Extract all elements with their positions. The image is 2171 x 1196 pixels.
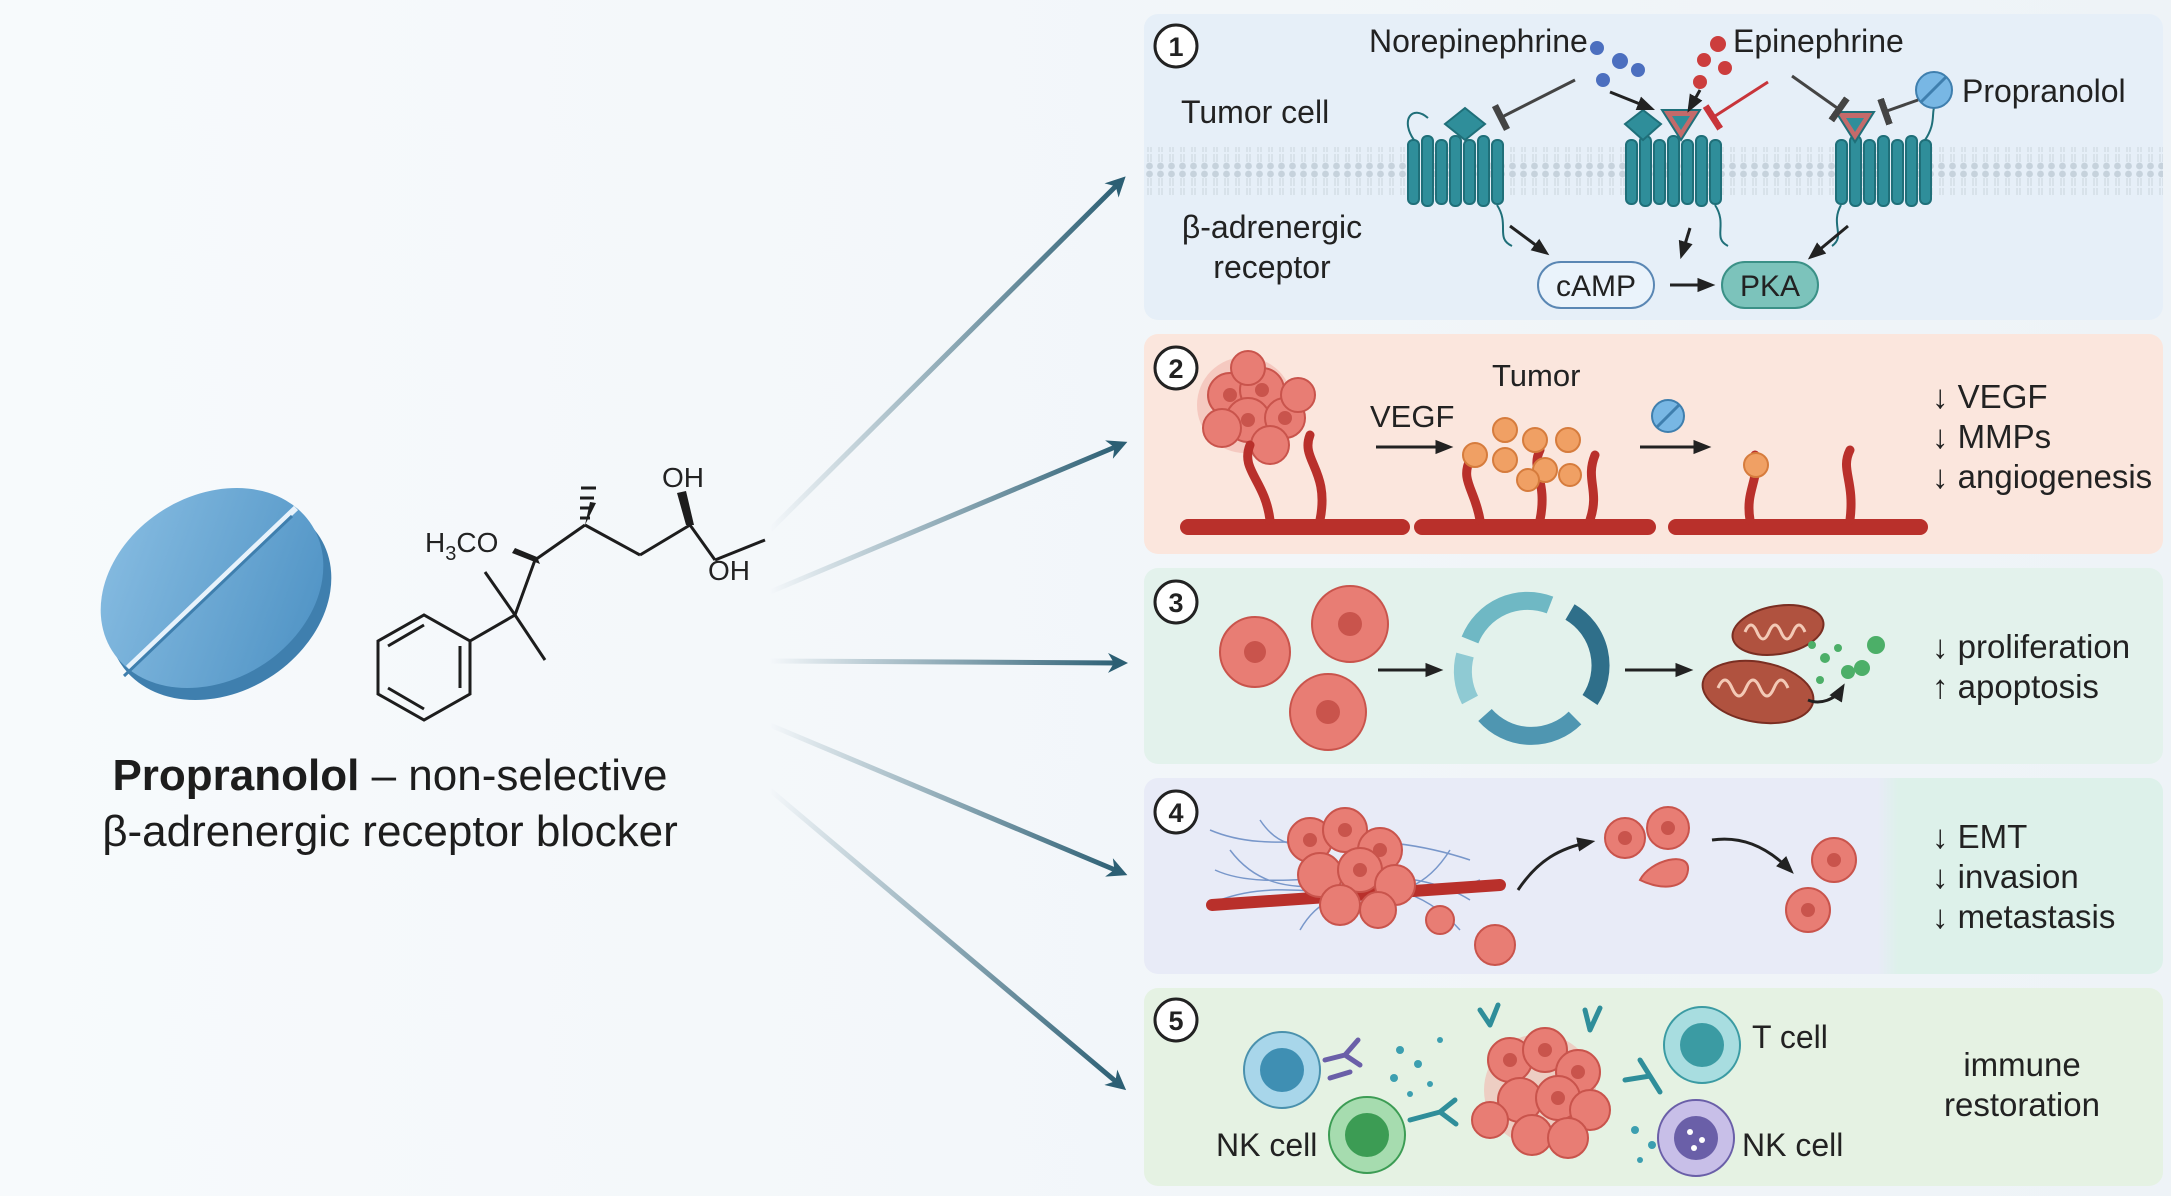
epinephrine-label: Epinephrine	[1733, 23, 1904, 59]
effect-angiogenesis: ↓ angiogenesis	[1932, 458, 2152, 495]
camp-label: cAMP	[1556, 270, 1636, 303]
hydroxyl-top-label: OH	[662, 462, 704, 493]
vegf-label: VEGF	[1370, 399, 1454, 434]
t-cell-icon	[1663, 1006, 1741, 1084]
signal-arrow-3	[1807, 224, 1849, 260]
cytokine-dots	[1390, 1037, 1656, 1163]
mitochondria-icon	[1701, 604, 1825, 725]
arrow-to-panel-4	[769, 722, 1128, 877]
wedge-bond-oh	[677, 491, 694, 525]
step-number-badge	[1153, 579, 1199, 625]
effect-vegf: ↓ VEGF	[1932, 378, 2048, 415]
t-cell-label: T cell	[1752, 1019, 1828, 1055]
inhibition-arrow-4	[1877, 97, 1919, 126]
figure-caption: Propranolol – non-selective β-adrenergic…	[40, 748, 740, 860]
apoptotic-bodies	[1808, 636, 1885, 684]
hydroxyl-right-label: OH	[708, 555, 750, 586]
caption-line-1: Propranolol – non-selective	[40, 748, 740, 804]
pka-label: PKA	[1740, 270, 1800, 303]
pka-pill	[1721, 261, 1819, 309]
nk-cell-blue-icon	[1243, 1031, 1321, 1109]
caption-line-2: β-adrenergic receptor blocker	[102, 807, 678, 856]
binding-arrow-1	[1609, 90, 1656, 111]
nk-cell-right-label: NK cell	[1742, 1127, 1843, 1163]
binding-arrow-2	[1687, 89, 1703, 113]
nk-cell-left-label: NK cell	[1216, 1127, 1317, 1163]
nk-cell-purple-icon	[1657, 1099, 1735, 1177]
caption-line-1-rest: – non-selective	[359, 751, 668, 800]
methoxy-label: H3CO	[425, 527, 498, 565]
inhibition-arrow-3	[1791, 74, 1850, 123]
signal-arrow-2	[1678, 227, 1693, 260]
norepinephrine-label: Norepinephrine	[1369, 23, 1588, 59]
step-number-badge	[1153, 997, 1199, 1043]
tumor-cluster	[1471, 1027, 1611, 1159]
arrow-to-apoptosis	[1807, 683, 1845, 704]
norepinephrine-molecules	[1590, 41, 1645, 87]
effect-immune: immune	[1963, 1046, 2080, 1083]
effect-emt: ↓ EMT	[1932, 818, 2027, 855]
hashed-bond-methyl	[580, 486, 596, 520]
step-number-badge	[1153, 23, 1199, 69]
beta-receptor-3	[1831, 99, 1943, 247]
receptor-label-line1: β-adrenergic	[1182, 209, 1362, 245]
step-number-badge	[1153, 789, 1199, 835]
fan-arrows	[768, 176, 1128, 1091]
arrow-to-panel-2	[769, 440, 1128, 595]
effect-apoptosis: ↑ apoptosis	[1932, 668, 2099, 705]
arrow-to-panel-5	[768, 788, 1127, 1091]
panel-4-metastasis: 4 ↓ EMT ↓ invasion ↓ met	[1144, 778, 2163, 974]
step-number: 3	[1168, 588, 1183, 618]
inhibition-arrow-1	[1491, 78, 1576, 132]
step-number: 4	[1168, 798, 1183, 828]
drug-name: Propranolol	[112, 751, 360, 800]
arrow-to-panel-3	[769, 652, 1128, 673]
inhibition-arrow-2	[1702, 80, 1769, 131]
effect-proliferation: ↓ proliferation	[1932, 628, 2130, 665]
step-number-badge	[1153, 345, 1199, 391]
tumor-cells	[1219, 585, 1389, 751]
blood-vessels	[1180, 430, 1928, 535]
nk-cell-green-icon	[1328, 1096, 1406, 1174]
step-number: 5	[1168, 1006, 1183, 1036]
effect-metastasis: ↓ metastasis	[1932, 898, 2115, 935]
metastasis-arrow	[1711, 837, 1794, 874]
residual-tumor-cell	[1743, 452, 1769, 478]
tumor-cluster	[1197, 350, 1316, 465]
propranolol-label: Propranolol	[1962, 73, 2126, 109]
step-number: 2	[1168, 354, 1183, 384]
wedge-bond	[512, 548, 540, 564]
beta-receptor-1	[1406, 106, 1513, 247]
cell-cycle-icon	[1453, 591, 1610, 745]
panel-1-receptor-signaling: 1 Tumor cell β-adrenergic receptor	[1144, 14, 2163, 320]
tumor-label: Tumor	[1492, 358, 1580, 393]
epinephrine-molecules	[1693, 36, 1732, 89]
antibody-icons	[1322, 1037, 1363, 1081]
propranolol-molecule-icon	[1915, 71, 1953, 109]
arrow-to-panel-1	[768, 176, 1126, 532]
migrating-tumor-cells	[1604, 806, 1857, 933]
step-number: 1	[1168, 32, 1183, 62]
panel-2-angiogenesis: 2 VEGF Tumor	[1144, 334, 2163, 554]
invasion-arrow	[1516, 837, 1596, 891]
propranolol-structure	[376, 523, 766, 722]
effect-restoration: restoration	[1944, 1086, 2100, 1123]
sprouting-tumor-cells	[1462, 417, 1582, 492]
panel-3-proliferation: 3 ↓ proliferation ↑ apoptosis	[1144, 568, 2163, 764]
receptor-label-line2: receptor	[1213, 249, 1331, 285]
effect-mmps: ↓ MMPs	[1932, 418, 2051, 455]
tumor-cell-label: Tumor cell	[1181, 94, 1329, 130]
panel-5-immune: 5	[1144, 988, 2163, 1186]
pill-icon	[100, 488, 332, 700]
camp-pill	[1537, 261, 1655, 309]
propranolol-molecule-icon	[1651, 399, 1685, 433]
invasive-tumor-cluster	[1287, 807, 1516, 966]
signal-arrow-1	[1509, 224, 1550, 256]
effect-invasion: ↓ invasion	[1932, 858, 2079, 895]
receptor-spikes	[1407, 1002, 1663, 1127]
beta-receptor-2	[1623, 108, 1729, 247]
